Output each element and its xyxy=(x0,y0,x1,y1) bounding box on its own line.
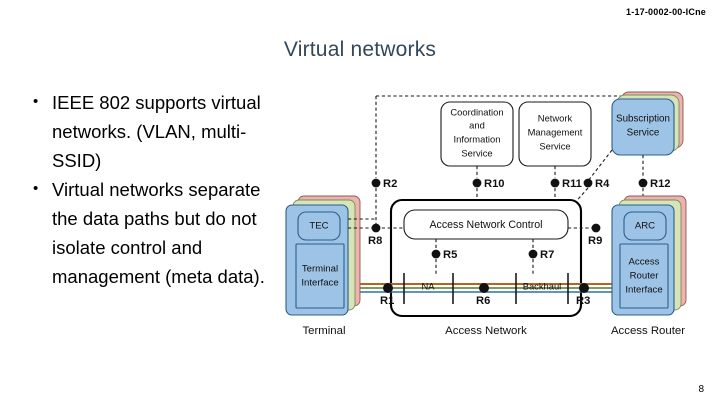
access-network-caption: Access Network xyxy=(445,325,527,337)
reference-point-r9-label: R9 xyxy=(588,235,602,247)
reference-point-r11: R11 xyxy=(550,178,582,190)
reference-point-r10-label: R10 xyxy=(484,178,505,190)
reference-point-r6: R6 xyxy=(476,283,490,307)
access-router-interface-line-3: Interface xyxy=(625,285,662,296)
coordination-information-service-line-3: Information xyxy=(454,133,501,144)
network-management-service-line-2: Management xyxy=(528,126,583,137)
terminal-box: TEC Terminal Interface xyxy=(285,195,361,316)
access-network-segment-na-label: NA xyxy=(421,280,435,291)
reference-point-r7-label: R7 xyxy=(540,249,554,261)
reference-point-r2: R2 xyxy=(371,178,397,190)
bullet-item-2: Virtual networks separate the data paths… xyxy=(26,174,282,291)
network-architecture-diagram: Coordination and Information Service Net… xyxy=(276,88,716,346)
subscription-service-box: Subscription Service xyxy=(611,91,684,156)
page-title: Virtual networks xyxy=(283,38,437,61)
reference-point-r7: R7 xyxy=(528,249,554,261)
terminal-interface-line-1: Terminal xyxy=(302,264,338,275)
coordination-information-service-line-1: Coordination xyxy=(450,106,503,117)
reference-point-r4-label: R4 xyxy=(595,178,610,190)
terminal-control-label: TEC xyxy=(309,221,328,232)
network-management-service-line-3: Service xyxy=(539,140,570,151)
access-router-caption: Access Router xyxy=(611,325,685,337)
access-network-segment-backhaul-label: Backhaul xyxy=(523,280,562,291)
reference-point-r6-label: R6 xyxy=(476,295,490,307)
subscription-service-line-1: Subscription xyxy=(616,114,670,125)
reference-point-r9: R9 xyxy=(588,223,602,247)
network-management-service-line-1: Network xyxy=(538,112,573,123)
reference-point-r10: R10 xyxy=(472,178,505,190)
reference-point-r3: R3 xyxy=(576,283,590,307)
reference-point-r12-label: R12 xyxy=(650,178,671,190)
reference-point-r5-label: R5 xyxy=(443,249,457,261)
reference-point-r11-label: R11 xyxy=(562,178,582,190)
access-network-control-label: Access Network Control xyxy=(429,219,542,231)
access-router-interface-line-1: Access xyxy=(629,257,660,268)
network-management-service-box: Network Management Service xyxy=(518,101,592,167)
reference-point-r12: R12 xyxy=(638,178,671,190)
reference-point-r8: R8 xyxy=(368,223,382,247)
document-id: 1-17-0002-00-ICne xyxy=(626,7,706,17)
reference-point-r1: R1 xyxy=(380,283,394,307)
reference-point-r3-label: R3 xyxy=(576,295,590,307)
coordination-information-service-line-4: Service xyxy=(461,147,492,158)
subscription-service-line-2: Service xyxy=(627,128,660,139)
terminal-caption: Terminal xyxy=(302,325,345,337)
access-router-control-label: ARC xyxy=(635,221,655,232)
access-network-control-box: Access Network Control xyxy=(403,209,569,240)
access-router-interface-line-2: Router xyxy=(630,271,660,282)
coordination-information-service-line-2: and xyxy=(469,119,485,130)
terminal-interface-line-2: Interface xyxy=(301,278,338,289)
access-router-box: ARC Access Router Interface xyxy=(611,195,687,316)
reference-point-r4: R4 xyxy=(583,178,610,190)
coordination-information-service-box: Coordination and Information Service xyxy=(440,101,514,167)
bullet-list: IEEE 802 supports virtual networks. (VLA… xyxy=(26,87,282,291)
bullet-item-1: IEEE 802 supports virtual networks. (VLA… xyxy=(26,87,282,175)
r4-dashed-connector-upper xyxy=(587,149,613,182)
page-number: 8 xyxy=(698,384,704,395)
reference-point-r2-label: R2 xyxy=(383,178,397,190)
reference-point-r1-label: R1 xyxy=(380,295,394,307)
reference-point-r8-label: R8 xyxy=(368,235,382,247)
reference-point-r5: R5 xyxy=(431,249,457,261)
